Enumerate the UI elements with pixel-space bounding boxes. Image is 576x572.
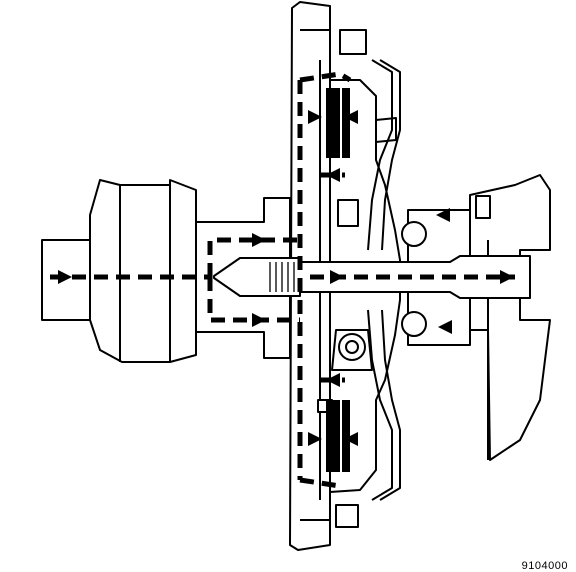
arrow-right-icon bbox=[330, 270, 344, 284]
arrow-left-icon bbox=[326, 373, 340, 387]
arrow-left-icon bbox=[344, 432, 358, 446]
damper-spring bbox=[331, 329, 373, 371]
arrow-right-icon bbox=[500, 270, 514, 284]
arrow-right-icon bbox=[58, 270, 72, 284]
arrow-right-icon bbox=[252, 233, 266, 247]
arrow-left-icon bbox=[344, 110, 358, 124]
figure-code: 9104000 bbox=[521, 560, 568, 572]
input-shaft bbox=[213, 255, 531, 299]
arrow-right-icon bbox=[308, 432, 322, 446]
friction-plates bbox=[326, 88, 350, 472]
arrow-left-icon bbox=[438, 320, 452, 334]
arrow-left-icon bbox=[326, 168, 340, 182]
arrow-right-icon bbox=[252, 313, 266, 327]
diaphragm-spring bbox=[367, 59, 401, 501]
arrow-right-icon bbox=[308, 110, 322, 124]
arrow-left-icon bbox=[436, 208, 450, 222]
flow-arrows bbox=[58, 110, 514, 446]
output-housing bbox=[401, 174, 551, 461]
